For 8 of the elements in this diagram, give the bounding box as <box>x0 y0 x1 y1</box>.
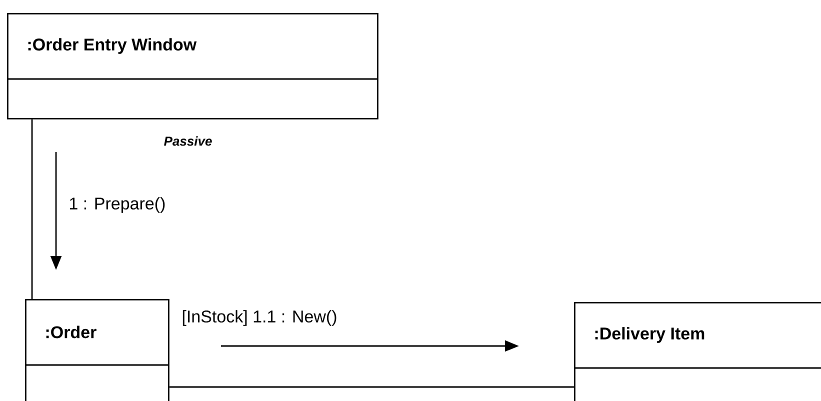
object-box: :Order Entry Window <box>7 13 378 120</box>
object-box: :Order <box>25 299 170 401</box>
object-box: :Delivery Item <box>574 302 821 401</box>
link-line <box>31 119 33 299</box>
constraint-label: Passive <box>164 136 212 146</box>
message-label: [InStock] 1.1 : New() <box>182 310 336 326</box>
link-line <box>169 386 574 388</box>
message-label: 1 : Prepare() <box>70 197 165 213</box>
